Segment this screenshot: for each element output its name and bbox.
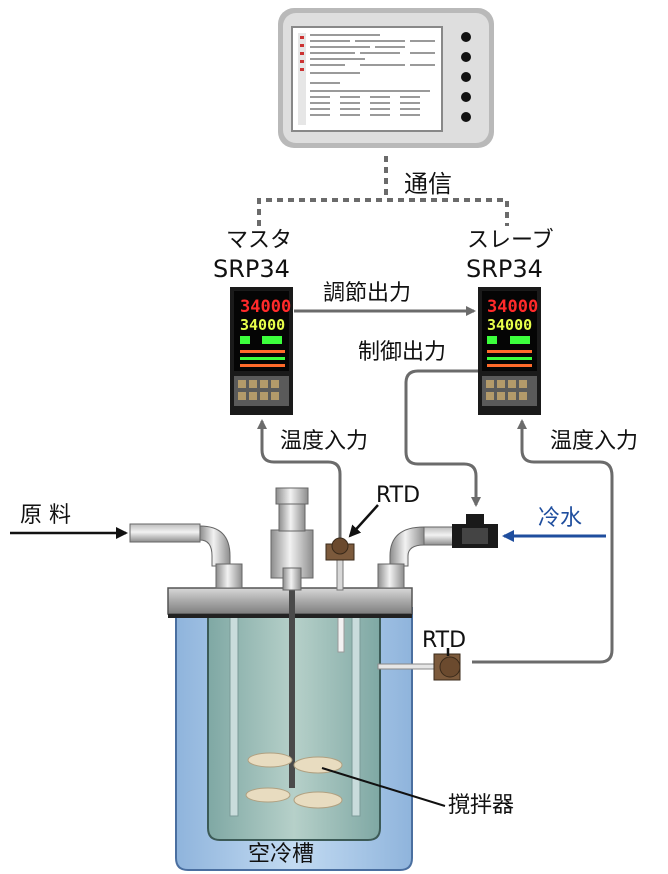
slave-temp-input-label: 温度入力 <box>550 429 639 454</box>
agitator-label: 撹拌器 <box>448 793 515 818</box>
control-output-arrow <box>404 369 481 507</box>
raw-material-label: 原 料 <box>20 503 71 528</box>
master-role-label: マスタ <box>226 228 293 253</box>
master-model-label: SRP34 <box>213 255 290 283</box>
slave-role-label: スレーブ <box>467 228 554 253</box>
rtd-top-label: RTD <box>376 483 421 508</box>
regulation-output-label: 調節出力 <box>323 281 412 306</box>
slave-model-label: SRP34 <box>466 255 543 283</box>
slave-pv-display: 34000 <box>487 297 538 317</box>
cooling-water-pipe <box>377 526 455 589</box>
master-pv-display: 34000 <box>240 297 291 317</box>
communication-line <box>257 156 509 226</box>
cooling-water-label: 冷水 <box>538 506 583 531</box>
master-temp-input-label: 温度入力 <box>280 429 369 454</box>
slave-sv-display: 34000 <box>487 316 532 334</box>
master-sv-display: 34000 <box>240 316 285 334</box>
control-output-label: 制御出力 <box>358 340 447 365</box>
touch-panel <box>278 8 494 148</box>
agitator-pointer <box>321 767 446 807</box>
rtd-side-label: RTD <box>422 628 467 653</box>
slave-temp-input-arrow <box>472 419 614 664</box>
slave-controller: 34000 34000 <box>478 287 541 415</box>
master-controller: 34000 34000 <box>230 287 293 415</box>
rtd-top-pointer <box>348 504 379 538</box>
rtd-sensor-side <box>377 653 461 681</box>
master-temp-input-arrow <box>257 419 342 540</box>
air-cooling-tank-label: 空冷槽 <box>248 842 315 867</box>
agitator <box>245 487 343 809</box>
raw-material-pipe <box>129 523 243 589</box>
panel-screen-content <box>298 33 435 125</box>
cooling-valve <box>452 514 498 548</box>
communication-label: 通信 <box>404 170 452 198</box>
rtd-sensor-top <box>325 537 355 591</box>
panel-buttons <box>461 32 471 122</box>
